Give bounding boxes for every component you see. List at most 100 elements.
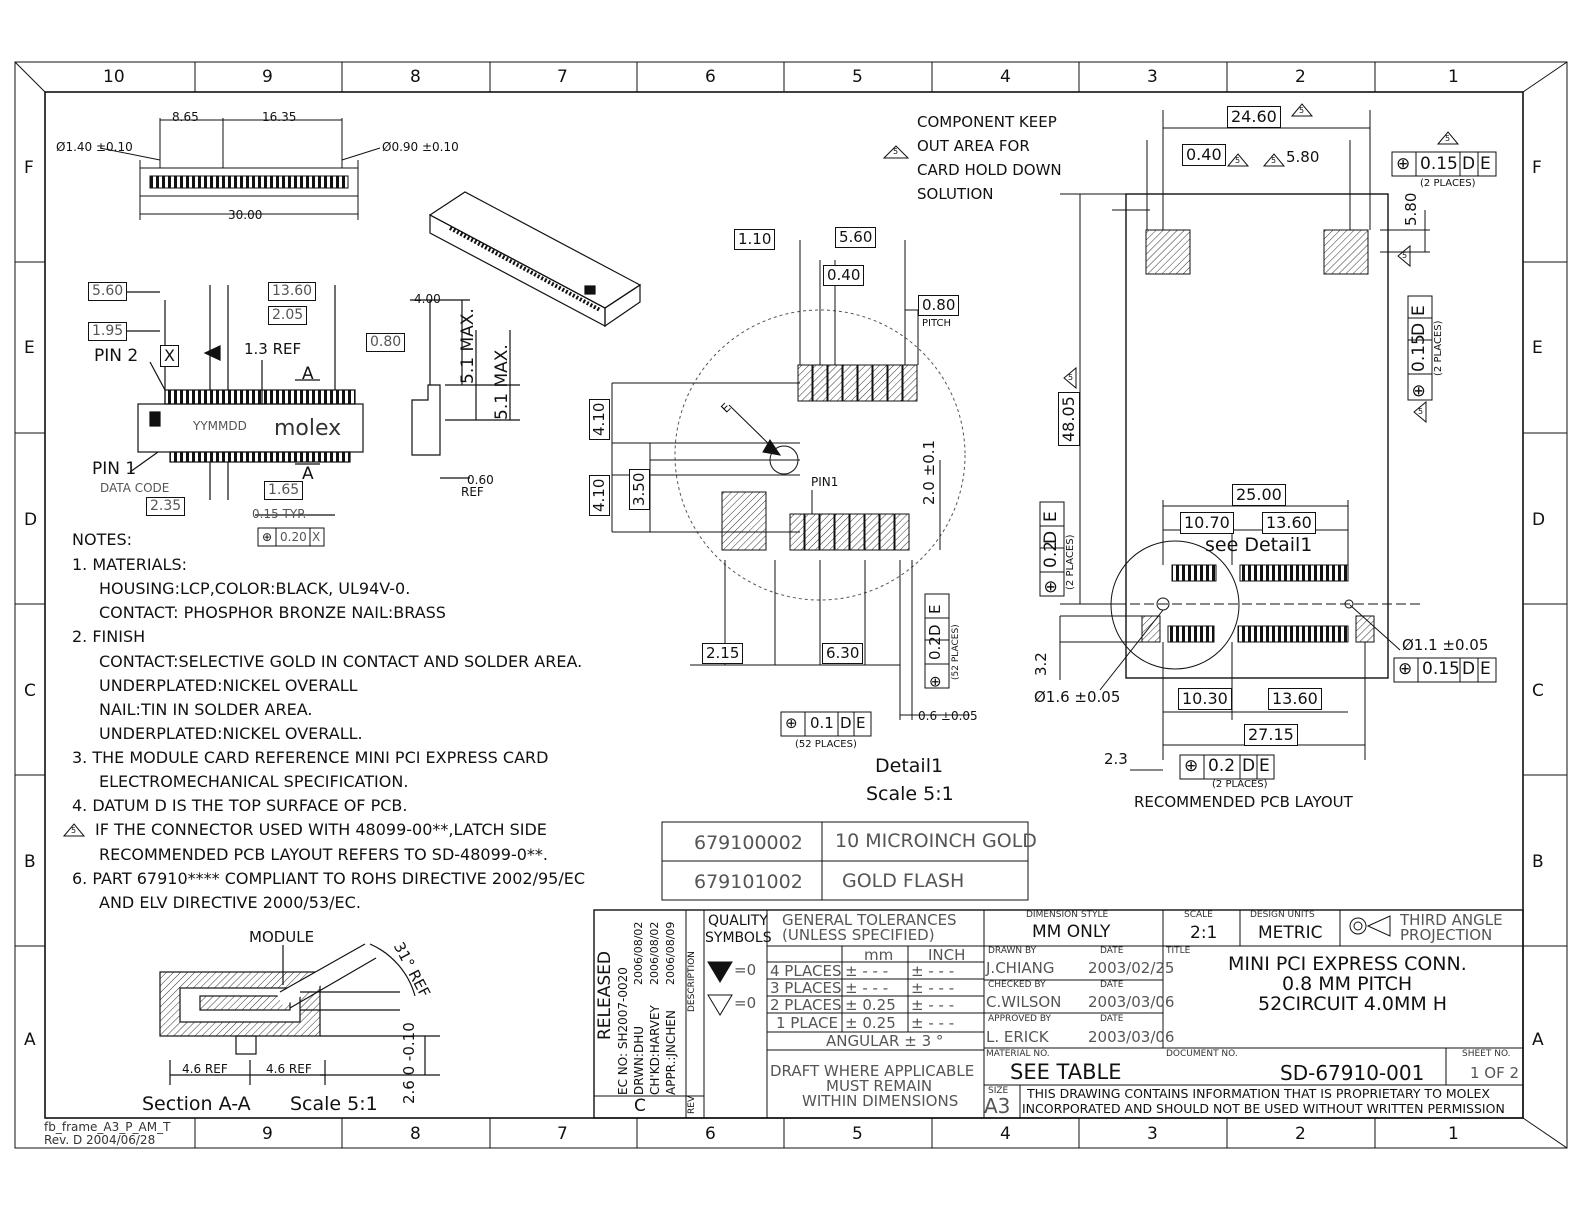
col-label: 9 xyxy=(262,67,273,87)
pin2-label: PIN 2 xyxy=(94,346,139,366)
dim-label: 0.6 ±0.05 xyxy=(918,709,978,723)
side-view xyxy=(410,299,520,479)
places-note: (2 PLACES) xyxy=(1212,779,1268,790)
dim-label: 1.10 xyxy=(734,229,776,250)
dim-label: 6.30 xyxy=(822,643,864,664)
dim-label: 2.35 xyxy=(146,497,186,517)
front-view xyxy=(100,285,364,516)
keepout-line: CARD HOLD DOWN xyxy=(917,161,1062,179)
position-icon: ⊕ xyxy=(1398,659,1413,679)
col-label: 4 xyxy=(1000,1124,1011,1144)
dim-label: 13.60 xyxy=(1262,512,1316,534)
notes-header: NOTES: xyxy=(72,530,132,549)
checked-by-label: CHECKED BY xyxy=(988,980,1046,990)
tol-datum: D xyxy=(1242,756,1256,776)
gen-tol-title: GENERAL TOLERANCES xyxy=(782,911,957,929)
drawn-by: DRWN:DHU xyxy=(632,1025,646,1095)
tol-datum: E xyxy=(1480,659,1491,679)
flag-number: 5 xyxy=(1235,156,1241,165)
tol-value: 0.2 xyxy=(1041,540,1061,568)
flag-number: 5 xyxy=(1068,373,1074,382)
ec-number: EC NO: SH2007-0020 xyxy=(616,967,630,1095)
approved-by: APPR.:JNCHEN xyxy=(664,1010,678,1095)
tol-datum: D xyxy=(926,624,944,636)
drawing-title: 52CIRCUIT 4.0MM H xyxy=(1258,993,1448,1015)
dim-label: 4.10 xyxy=(589,474,610,516)
dim-label: REF xyxy=(461,485,484,499)
hole-callout: Ø1.6 ±0.05 xyxy=(1034,688,1121,706)
section-view xyxy=(159,943,440,1085)
section-marker: A xyxy=(302,364,314,384)
position-icon: ⊕ xyxy=(1184,756,1199,776)
tol-row-mm: ± 0.25 xyxy=(845,1014,896,1032)
proprietary-note: INCORPORATED AND SHOULD NOT BE USED WITH… xyxy=(1022,1101,1505,1116)
isometric-view xyxy=(428,191,642,328)
hole-callout: Ø0.90 ±0.10 xyxy=(382,140,459,154)
module-label: MODULE xyxy=(249,928,315,946)
dim-label: 10.30 xyxy=(1178,688,1232,710)
tol-datum: E xyxy=(926,604,944,614)
note-line: ELECTROMECHANICAL SPECIFICATION. xyxy=(99,772,409,791)
hole-callout: Ø1.1 ±0.05 xyxy=(1402,636,1489,654)
tol-row-inch: ± - - - xyxy=(911,996,955,1014)
col-label: 9 xyxy=(262,1124,273,1144)
tol-datum: E xyxy=(1041,511,1061,522)
revision-letter: C xyxy=(634,1096,646,1116)
row-label: E xyxy=(1532,338,1543,358)
note-line: CONTACT:SELECTIVE GOLD IN CONTACT AND SO… xyxy=(99,652,583,671)
row-label: A xyxy=(24,1030,36,1050)
tol-datum: D xyxy=(1409,322,1429,336)
dim-label: 1.3 REF xyxy=(244,340,302,358)
rev-date: 2006/08/09 xyxy=(664,921,677,985)
document-number: SD-67910-001 xyxy=(1280,1061,1425,1085)
gen-tol-subtitle: (UNLESS SPECIFIED) xyxy=(782,926,935,944)
dim-label: 4.00 xyxy=(414,292,441,306)
col-label: 3 xyxy=(1147,1124,1158,1144)
note-line: 6. PART 67910**** COMPLIANT TO ROHS DIRE… xyxy=(72,869,585,888)
dim-label: 10.70 xyxy=(1180,512,1234,534)
dim-label: 2.3 xyxy=(1104,750,1128,768)
tolerance-frames xyxy=(257,151,1497,780)
note-line: RECOMMENDED PCB LAYOUT REFERS TO SD-4809… xyxy=(99,845,548,864)
tol-datum: D xyxy=(840,714,852,732)
tol-value: 0.20 xyxy=(280,530,307,544)
flag-number: 5 xyxy=(1418,407,1424,416)
dim-label: 3.2 xyxy=(1032,652,1050,676)
projection-label: THIRD ANGLE xyxy=(1400,911,1503,929)
dim-label: 1.65 xyxy=(264,481,304,501)
dim-label: 5.60 xyxy=(835,227,877,248)
places-note: (2 PLACES) xyxy=(1065,534,1076,591)
approved-by-label: APPROVED BY xyxy=(988,1014,1052,1024)
detail-scale: Scale 5:1 xyxy=(866,783,954,805)
detail-title: Detail1 xyxy=(875,755,944,777)
tol-row-label: 3 PLACES xyxy=(770,979,842,997)
position-icon: ⊕ xyxy=(1396,154,1411,174)
tol-value: 0.1 xyxy=(810,714,834,732)
dim-label: 0.40 xyxy=(823,265,865,286)
dim-style-label: DIMENSION STYLE xyxy=(1026,910,1109,920)
scale-label: SCALE xyxy=(1184,910,1213,920)
sheet-value: 1 OF 2 xyxy=(1470,1064,1520,1082)
draft-note: MUST REMAIN xyxy=(826,1077,933,1095)
material-value: SEE TABLE xyxy=(1010,1060,1122,1084)
brand-logo: molex xyxy=(274,416,342,441)
checked-date: 2003/03/06 xyxy=(1088,993,1175,1011)
note-line: NAIL:TIN IN SOLDER AREA. xyxy=(99,700,313,719)
tol-datum: D xyxy=(1041,530,1061,544)
template-rev: Rev. D 2004/06/28 xyxy=(44,1133,156,1147)
dim-label: 48.05 xyxy=(1058,392,1080,446)
material-label: MATERIAL NO. xyxy=(986,1049,1050,1059)
dim-label: 13.60 xyxy=(1268,688,1322,710)
scale-value: 2:1 xyxy=(1190,923,1218,943)
position-icon: ⊕ xyxy=(785,714,798,732)
dim-label: 24.60 xyxy=(1227,106,1281,128)
flag-number: 5 xyxy=(71,826,77,835)
part-number: 679100002 xyxy=(694,832,803,854)
tol-row-inch: ± - - - xyxy=(911,1014,955,1032)
row-label: F xyxy=(1532,158,1542,178)
note-line: UNDERPLATED:NICKEL OVERALL xyxy=(99,676,358,695)
dim-label: 27.15 xyxy=(1244,724,1298,746)
col-label: 6 xyxy=(705,67,716,87)
note-line: AND ELV DIRECTIVE 2000/53/EC. xyxy=(99,893,361,912)
